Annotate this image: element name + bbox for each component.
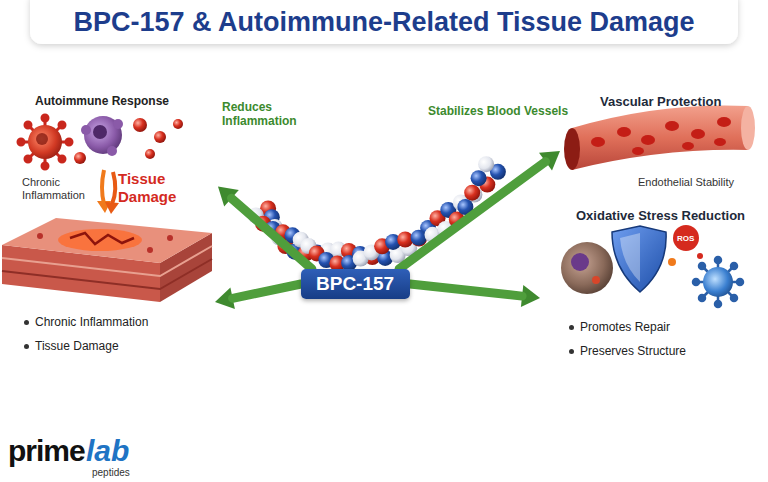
panel-heading: Autoimmune Response <box>35 94 169 108</box>
bullet-dot <box>24 320 29 325</box>
bullet-dot <box>24 344 29 349</box>
molecule-bead <box>411 230 427 246</box>
topic-panel: Oxidative Stress ReductionPromotes Repai… <box>540 202 762 362</box>
connector-arrow <box>399 151 560 269</box>
connector-arrow <box>218 186 312 269</box>
tissue-slab <box>2 218 212 302</box>
bullet-dot <box>569 349 574 354</box>
blood-vessel <box>564 105 755 170</box>
arrow-shaft <box>233 284 301 298</box>
node-text: BPC-157 <box>316 273 394 295</box>
arrow-shaft <box>232 198 312 269</box>
panel-text: Chronic Inflammation <box>35 315 148 329</box>
panel-text: Chronic Inflammation <box>22 176 96 202</box>
oxidative-scene <box>561 225 743 307</box>
molecule-bead <box>478 156 494 172</box>
panel-heading: Tissue Damage <box>118 170 188 206</box>
panel-text: Endothelial Stability <box>638 176 734 189</box>
connector-arrow <box>215 284 301 309</box>
peptide-label-box: BPC-157 <box>301 269 410 299</box>
arrow-shaft <box>410 284 522 296</box>
arrow-shaft <box>399 162 545 269</box>
molecule-bead <box>411 231 427 247</box>
panel-text: Promotes Repair <box>580 320 670 334</box>
title: BPC-157 & Autoimmune-Related Tissue Dama… <box>0 7 768 38</box>
molecule-bead <box>471 170 487 186</box>
topic-panel: Vascular ProtectionEndothelial Stability <box>560 88 755 193</box>
edge-label: Reduces Inflammation <box>222 100 317 129</box>
logo-peptides: peptides <box>92 467 130 478</box>
panel-heading: Oxidative Stress Reduction <box>576 208 745 224</box>
panel-text: Preserves Structure <box>580 344 686 358</box>
molecule-bead <box>397 232 413 248</box>
connector-arrow <box>410 284 540 307</box>
molecule-bead <box>464 185 480 201</box>
ros-label: ROS <box>677 234 694 243</box>
topic-panel: Chronic InflammationTissue Damage <box>0 215 215 360</box>
logo-lab: lab <box>86 434 129 468</box>
topic-panel: Autoimmune ResponseChronic Inflammation T… <box>18 92 218 210</box>
logo-prime: prime <box>8 434 85 468</box>
edge-label: Stabilizes Blood Vessels <box>428 104 568 118</box>
panel-heading: Vascular Protection <box>600 94 721 110</box>
panel-text: Tissue Damage <box>35 339 119 353</box>
bullet-dot <box>569 325 574 330</box>
